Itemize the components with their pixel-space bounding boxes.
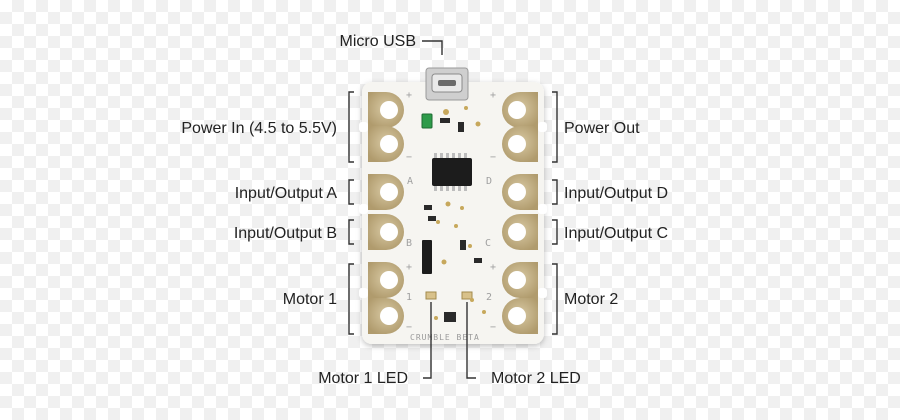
crumble-board: [359, 82, 547, 344]
label-motor-1-led: Motor 1 LED: [318, 370, 408, 387]
svg-text:A: A: [407, 176, 413, 187]
board-name: CRUMBLE BETA: [410, 333, 480, 342]
svg-text:+: +: [490, 262, 496, 273]
left-pads: [368, 92, 404, 334]
pad-power-in-plus: [368, 92, 404, 128]
pad-motor1-plus: [368, 262, 404, 298]
pad-power-out-plus: [502, 92, 538, 128]
label-motor-2: Motor 2: [564, 291, 618, 308]
led-callouts: Motor 1 LED Motor 2 LED: [318, 302, 581, 387]
label-io-d: Input/Output D: [564, 185, 668, 202]
svg-text:C: C: [485, 238, 491, 249]
svg-text:+: +: [490, 90, 496, 101]
pad-io-b: [368, 214, 404, 250]
components: [421, 106, 486, 322]
label-motor-1: Motor 1: [283, 291, 337, 308]
svg-text:+: +: [406, 90, 412, 101]
main-ic-chip: [432, 153, 472, 191]
svg-text:2: 2: [486, 292, 492, 303]
right-pads: [502, 92, 538, 334]
svg-text:−: −: [490, 152, 496, 163]
pad-io-c: [502, 214, 538, 250]
svg-text:D: D: [486, 176, 492, 187]
pad-power-out-minus: [502, 126, 538, 162]
label-micro-usb: Micro USB: [340, 33, 416, 50]
svg-text:+: +: [406, 262, 412, 273]
label-motor-2-led: Motor 2 LED: [491, 370, 581, 387]
right-callouts: Power Out Input/Output D Input/Output C …: [552, 91, 668, 335]
svg-text:−: −: [406, 322, 412, 333]
micro-usb-callout: Micro USB: [340, 33, 443, 55]
pad-motor1-minus: [368, 298, 404, 334]
label-power-in: Power In (4.5 to 5.5V): [181, 120, 337, 137]
label-power-out: Power Out: [564, 120, 640, 137]
svg-text:B: B: [406, 238, 412, 249]
left-callouts: Power In (4.5 to 5.5V) Input/Output A In…: [181, 91, 354, 335]
label-io-c: Input/Output C: [564, 225, 668, 242]
svg-text:−: −: [406, 152, 412, 163]
pad-io-d: [502, 174, 538, 210]
motor-driver-chip: [422, 240, 432, 274]
pad-motor2-minus: [502, 298, 538, 334]
label-io-a: Input/Output A: [235, 185, 338, 202]
pad-motor2-plus: [502, 262, 538, 298]
silkscreen: + − + − A B C D + 1 − + 2 − CRUMBLE BETA: [406, 90, 496, 342]
pad-power-in-minus: [368, 126, 404, 162]
status-led: [421, 113, 433, 129]
pad-io-a: [368, 174, 404, 210]
motor-1-led: [425, 291, 437, 300]
motor-2-led: [461, 291, 473, 300]
micro-usb-connector: [425, 67, 469, 101]
svg-text:−: −: [490, 322, 496, 333]
label-io-b: Input/Output B: [234, 225, 337, 242]
svg-text:1: 1: [406, 292, 412, 303]
